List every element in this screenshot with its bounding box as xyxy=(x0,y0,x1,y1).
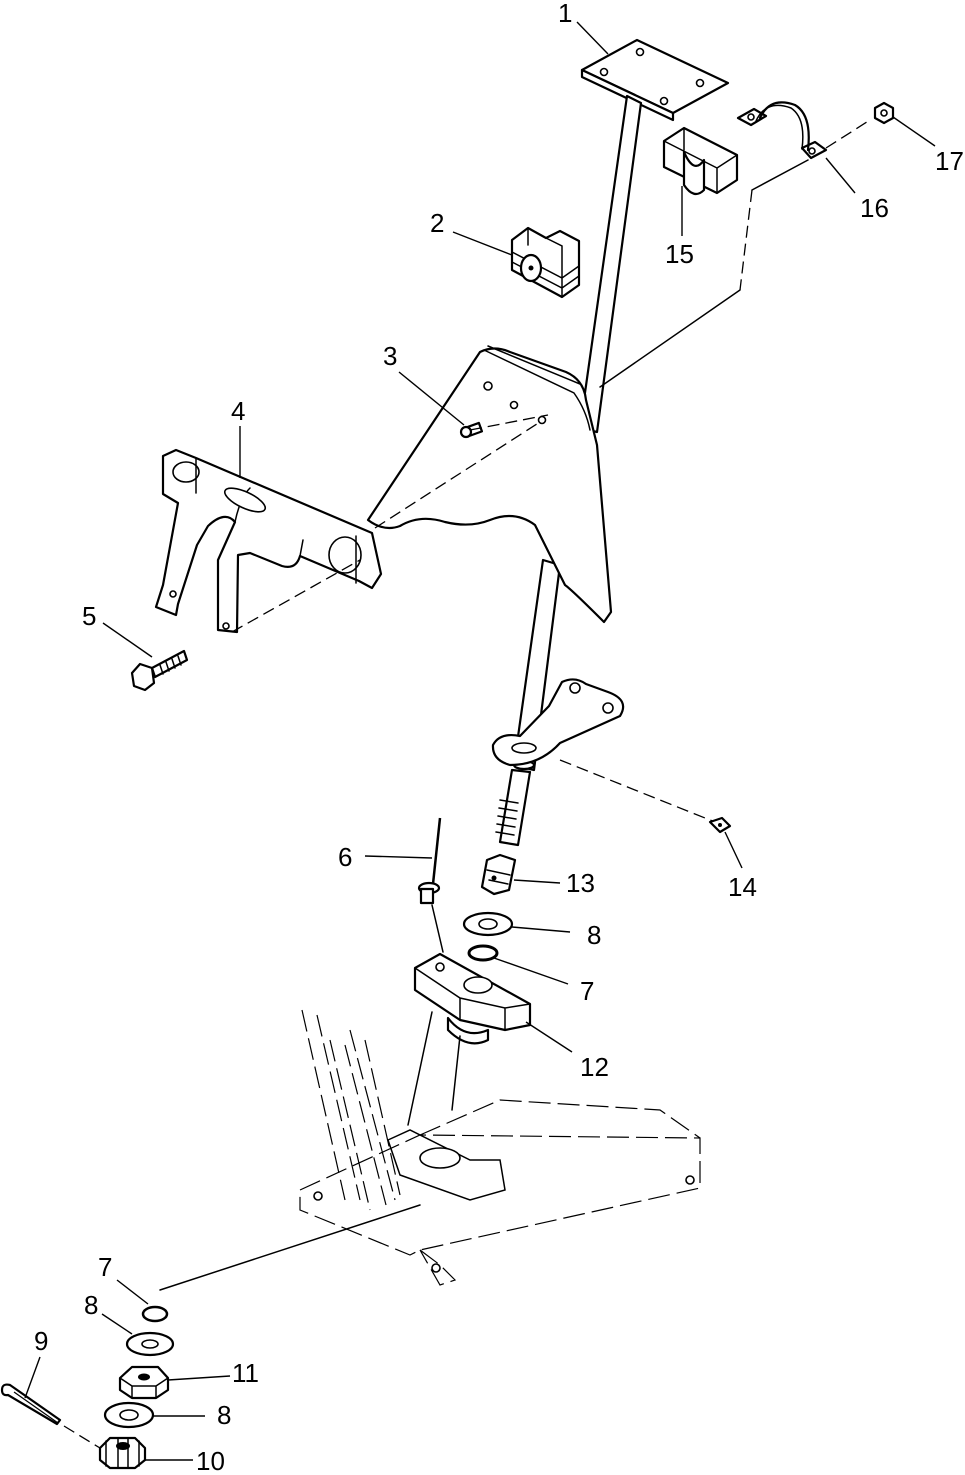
part-4-bracket xyxy=(154,448,383,634)
callout-14: 14 xyxy=(728,872,757,902)
callout-12: 12 xyxy=(580,1052,609,1082)
callout-2: 2 xyxy=(430,208,444,238)
part-7-oring-lower xyxy=(141,1305,169,1323)
part-8-washer-middle xyxy=(125,1331,175,1357)
callout-6: 6 xyxy=(338,842,352,872)
part-6-pin xyxy=(417,817,442,905)
callout-15: 15 xyxy=(665,239,694,269)
part-15-bushing-half xyxy=(662,126,739,196)
part-10-castle-nut xyxy=(98,1436,147,1470)
part-11-nut xyxy=(118,1365,170,1400)
callout-16: 16 xyxy=(860,193,889,223)
callout-labels: 1 2 3 4 5 6 7 7 8 8 8 9 10 11 12 13 14 1… xyxy=(34,0,964,1475)
callout-11: 11 xyxy=(232,1358,259,1388)
part-5-bolt xyxy=(130,649,189,692)
part-1-steering-post xyxy=(495,38,730,847)
callout-9: 9 xyxy=(34,1326,48,1356)
callout-8-upper: 8 xyxy=(587,920,601,950)
callout-8-lower: 8 xyxy=(217,1400,231,1430)
part-14-screw xyxy=(708,816,732,834)
part-2-bushing xyxy=(510,226,581,299)
part-9-cotter-pin xyxy=(0,1383,62,1426)
callout-13: 13 xyxy=(566,868,595,898)
callout-3: 3 xyxy=(383,341,397,371)
callout-4: 4 xyxy=(231,396,245,426)
callout-17: 17 xyxy=(935,146,964,176)
callout-8-middle: 8 xyxy=(84,1290,98,1320)
assembly-lines xyxy=(63,119,871,1449)
leader-lines xyxy=(24,21,936,1461)
part-8-washer-upper xyxy=(462,911,514,937)
callout-10: 10 xyxy=(196,1446,225,1475)
frame-ghost-outline xyxy=(299,1009,701,1286)
callout-1: 1 xyxy=(558,0,572,28)
callout-7-upper: 7 xyxy=(580,976,594,1006)
callout-5: 5 xyxy=(82,601,96,631)
callout-7-lower: 7 xyxy=(98,1252,112,1282)
bearing-flange xyxy=(491,678,625,767)
part-12-steering-arm xyxy=(413,952,532,1045)
steering-support-shroud xyxy=(366,345,613,624)
part-17-nut xyxy=(873,101,895,125)
part-8-washer-lower xyxy=(103,1401,155,1429)
part-13-u-joint xyxy=(480,853,517,896)
part-7-oring-upper xyxy=(467,944,499,962)
part-16-clamp xyxy=(736,101,828,160)
